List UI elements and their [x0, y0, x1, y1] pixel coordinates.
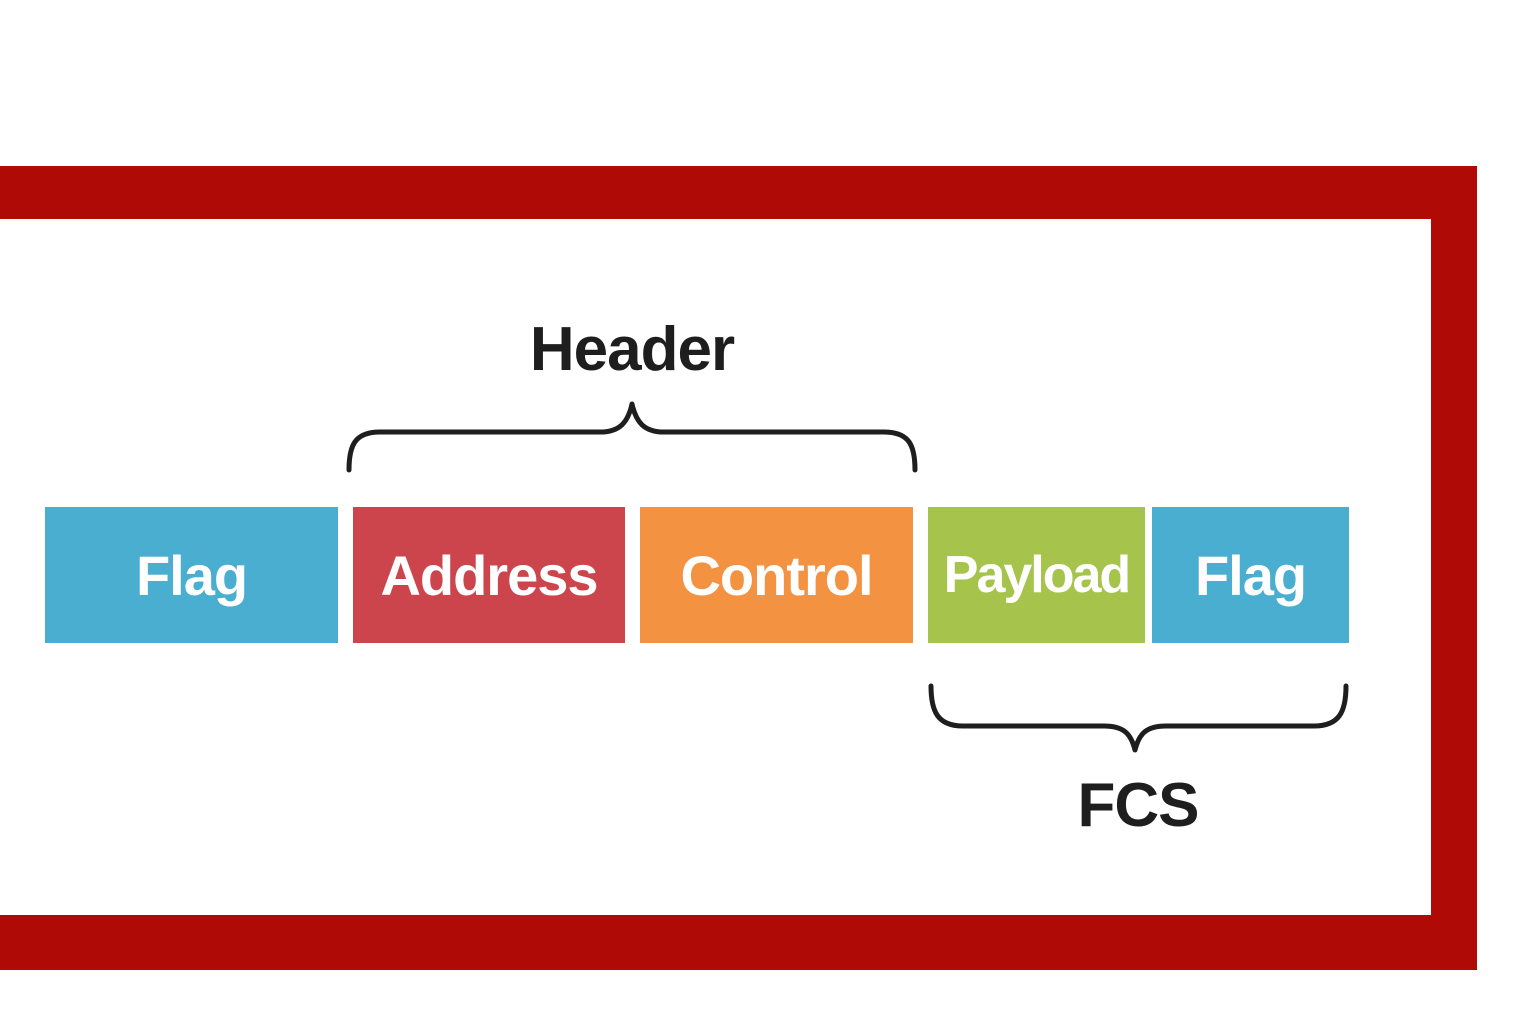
- field-address: Address: [353, 507, 625, 643]
- frame-top-bar: [0, 166, 1477, 219]
- field-address-label: Address: [380, 543, 598, 607]
- fcs-label: FCS: [1077, 771, 1200, 840]
- field-flag-end: Flag: [1152, 507, 1349, 643]
- field-payload-label: Payload: [943, 546, 1131, 604]
- field-flag-start-label: Flag: [135, 543, 248, 607]
- field-flag-end-label: Flag: [1194, 543, 1307, 607]
- field-control: Control: [640, 507, 913, 643]
- field-control-label: Control: [680, 543, 873, 607]
- field-payload: Payload: [928, 507, 1145, 643]
- frame-right-bar: [1431, 166, 1477, 970]
- field-flag-start: Flag: [45, 507, 338, 643]
- header-label: Header: [529, 315, 735, 384]
- frame-bottom-bar: [0, 915, 1477, 970]
